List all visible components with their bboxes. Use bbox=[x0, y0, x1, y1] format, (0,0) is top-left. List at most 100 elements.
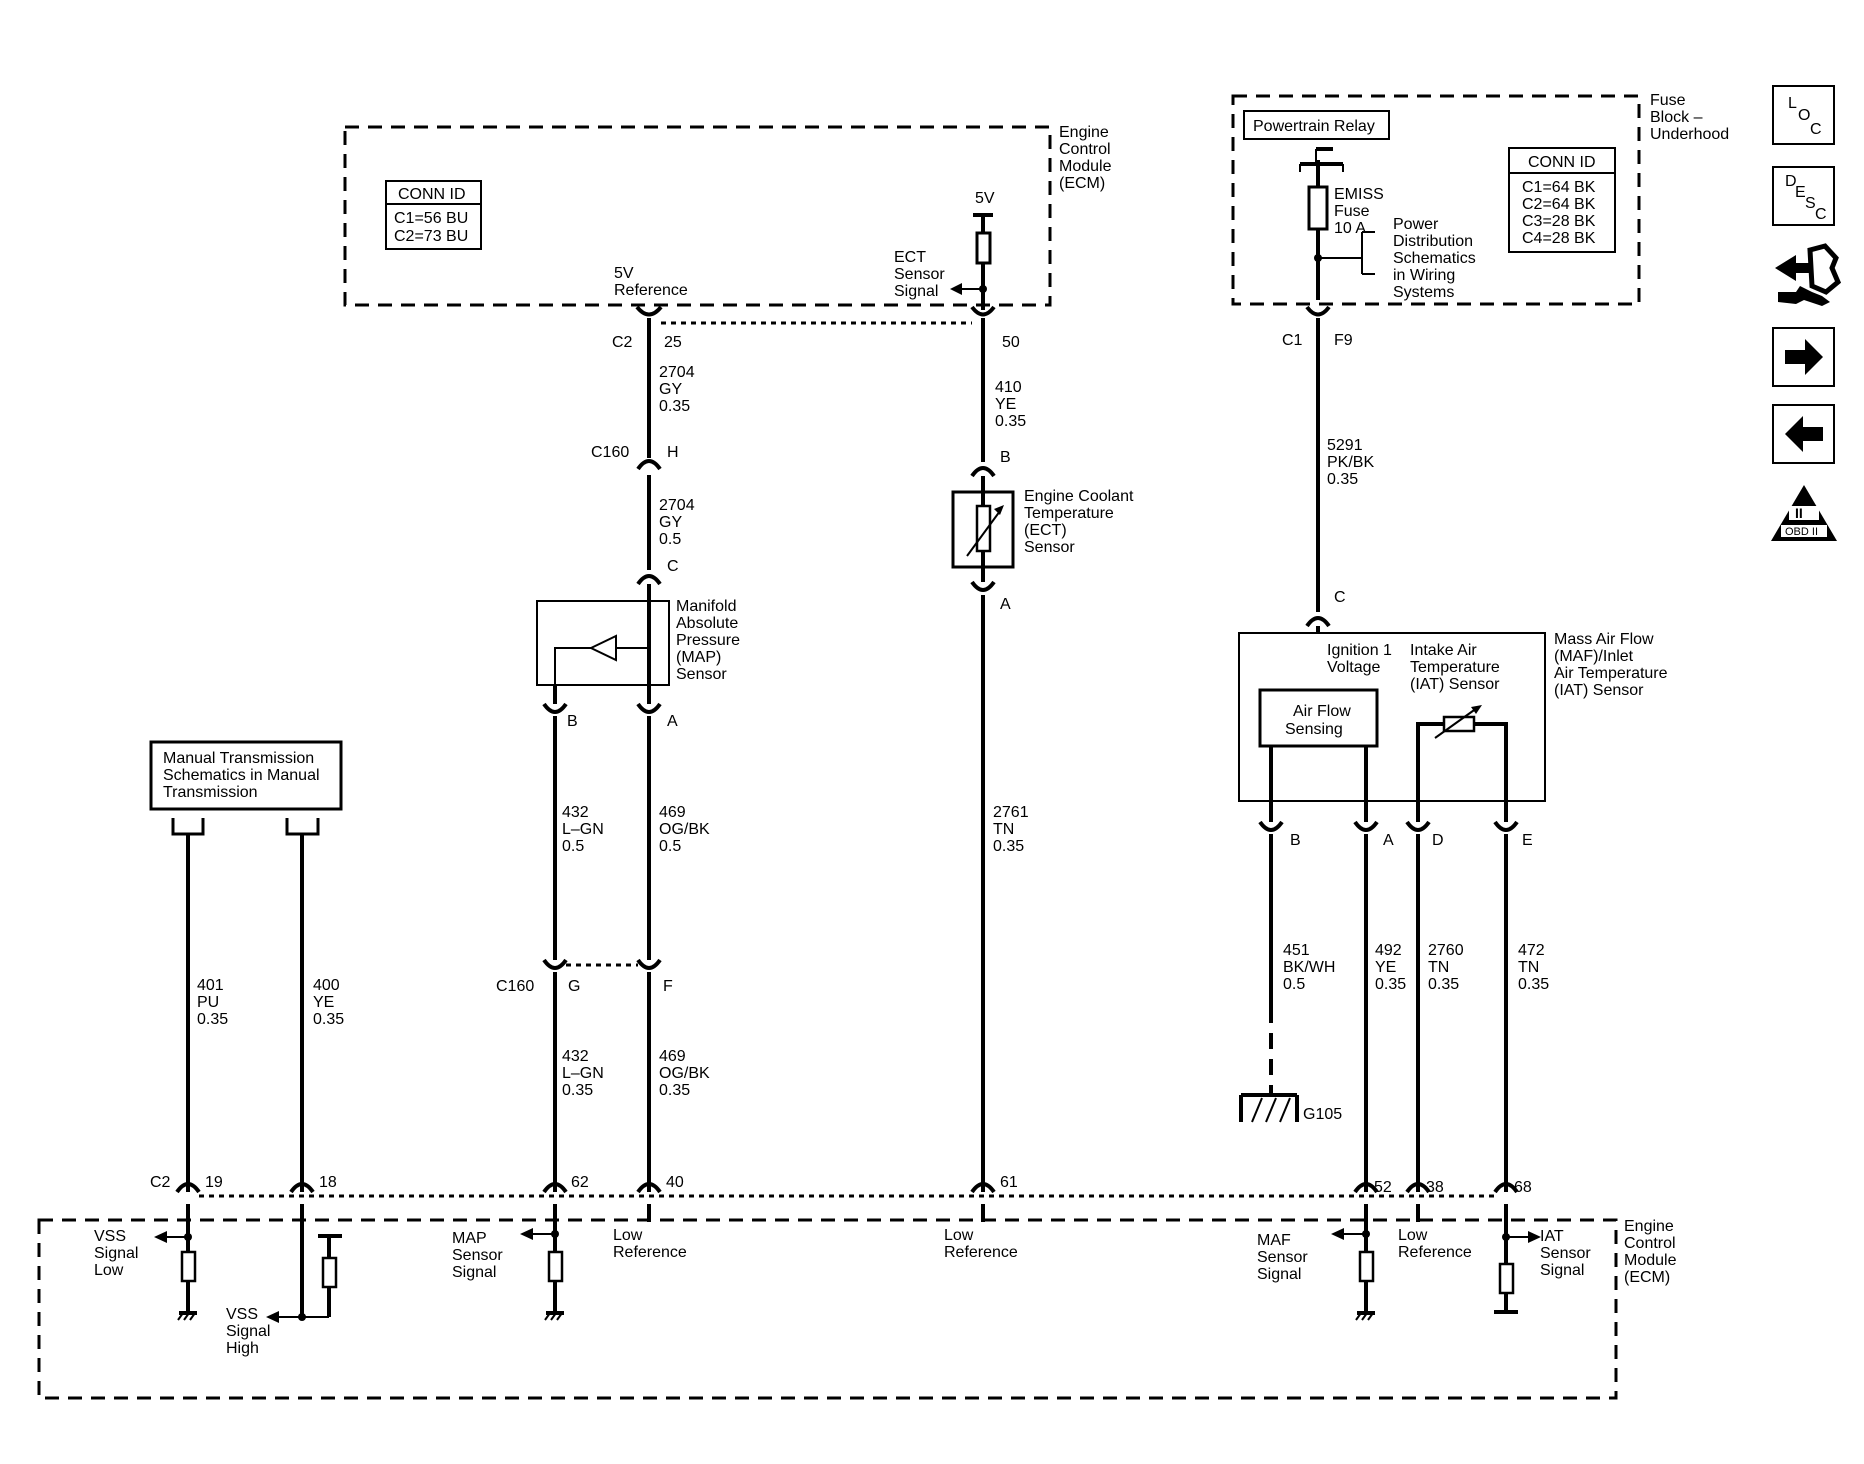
low-reference-label-3: Low Reference bbox=[1398, 1227, 1472, 1261]
powertrain-relay-label: Powertrain Relay bbox=[1253, 118, 1375, 135]
emiss-fuse-symbol bbox=[1307, 185, 1329, 231]
wire-5291-label: 5291 PK/BK 0.35 bbox=[1327, 437, 1379, 488]
back-arrow-button[interactable] bbox=[1772, 404, 1835, 464]
supply-5v-label: 5V bbox=[975, 190, 995, 207]
iat-sensor-signal-label: IAT Sensor Signal bbox=[1540, 1228, 1595, 1279]
maf-sensor-label: Mass Air Flow (MAF)/Inlet Air Temperatur… bbox=[1554, 631, 1672, 699]
map-sensor: C Manifold Absolute Pressure (MAP) Senso… bbox=[536, 558, 744, 730]
wire-2760-label: 2760 TN 0.35 bbox=[1428, 942, 1468, 993]
iat-internal-label: Intake Air Temperature (IAT) Sensor bbox=[1410, 642, 1504, 693]
map-pin-a: A bbox=[667, 713, 678, 730]
svg-text:E: E bbox=[1795, 184, 1806, 201]
ecm-top-outline bbox=[343, 125, 1052, 307]
vss-signal-low-label: VSS Signal Low bbox=[94, 1228, 143, 1279]
svg-text:C2=64 BK: C2=64 BK bbox=[1522, 196, 1596, 213]
svg-text:OBD II: OBD II bbox=[1785, 526, 1818, 538]
maf-signal-circuit bbox=[1331, 1204, 1375, 1321]
conn-id-c1: C1=56 BU bbox=[394, 210, 468, 227]
ect-signal-label: ECT Sensor Signal bbox=[894, 249, 949, 300]
bottom-pin-62: 62 bbox=[571, 1174, 589, 1191]
top-pin-50: 50 bbox=[1002, 334, 1020, 351]
maf-sensor-signal-label: MAF Sensor Signal bbox=[1257, 1232, 1312, 1283]
svg-text:D: D bbox=[1785, 173, 1797, 190]
emiss-fuse-label: EMISS Fuse 10 A bbox=[1334, 186, 1388, 237]
top-connector-name: C2 bbox=[612, 334, 633, 351]
svg-text:G: G bbox=[568, 978, 580, 995]
ect-sensor-label: Engine Coolant Temperature (ECT) Sensor bbox=[1024, 488, 1138, 556]
bottom-pin-40: 40 bbox=[666, 1174, 684, 1191]
svg-text:L: L bbox=[1788, 95, 1797, 112]
air-flow-sensing-label: Air Flow Sensing bbox=[1285, 703, 1355, 738]
ecm-bottom-title: Engine Control Module (ECM) bbox=[1624, 1218, 1681, 1286]
map-sensor-label: Manifold Absolute Pressure (MAP) Sensor bbox=[676, 598, 744, 683]
iat-signal-circuit bbox=[1494, 1204, 1541, 1314]
bottom-pin-68: 68 bbox=[1514, 1179, 1532, 1196]
forward-arrow-icon bbox=[1785, 339, 1823, 375]
maf-iat-sensor: C Mass Air Flow (MAF)/Inlet Air Temperat… bbox=[1238, 589, 1672, 849]
svg-text:C160: C160 bbox=[496, 978, 534, 995]
bottom-pin-61: 61 bbox=[1000, 1174, 1018, 1191]
manual-transmission-label: Manual Transmission Schematics in Manual… bbox=[163, 750, 324, 801]
ref-5v-label: 5V Reference bbox=[614, 265, 688, 299]
obd-ii-button[interactable]: II OBD II bbox=[1771, 485, 1837, 541]
wire-451-label: 451 BK/WH 0.5 bbox=[1283, 942, 1340, 993]
desc-button[interactable]: D E S C bbox=[1772, 166, 1835, 226]
maf-pin-d: D bbox=[1432, 832, 1444, 849]
maf-pin-b: B bbox=[1290, 832, 1301, 849]
svg-text:H: H bbox=[667, 444, 679, 461]
nav-buttons: L O C D E S C II OBD II bbox=[1771, 85, 1842, 541]
map-pin-b: B bbox=[567, 713, 578, 730]
svg-text:S: S bbox=[1805, 195, 1816, 212]
maf-pin-c: C bbox=[1334, 589, 1346, 606]
vss-low-circuit bbox=[154, 1204, 197, 1321]
ignition-voltage-label: Ignition 1 Voltage bbox=[1327, 642, 1396, 676]
fuse-block-underhood: Fuse Block – Underhood Powertrain Relay … bbox=[1231, 92, 1729, 306]
wire-472-label: 472 TN 0.35 bbox=[1518, 942, 1549, 993]
powertrain-relay-box bbox=[1243, 110, 1390, 140]
ect-pullup-resistor bbox=[950, 213, 993, 310]
svg-text:F9: F9 bbox=[1334, 332, 1353, 349]
svg-text:C3=28 BK: C3=28 BK bbox=[1522, 213, 1596, 230]
bottom-pin-19: 19 bbox=[205, 1174, 223, 1191]
maf-pin-e: E bbox=[1522, 832, 1533, 849]
fuse-block-title: Fuse Block – Underhood bbox=[1650, 92, 1729, 143]
loc-button[interactable]: L O C bbox=[1772, 85, 1835, 145]
map-pin-c: C bbox=[667, 558, 679, 575]
wire-432-upper-label: 432 L–GN 0.5 bbox=[562, 804, 608, 855]
wire-2704-upper-label: 2704 GY 0.35 bbox=[659, 364, 699, 415]
c160-connector-g-f: C160 G F bbox=[496, 958, 673, 995]
map-signal-circuit bbox=[520, 1204, 564, 1321]
connector-end-view-icon[interactable] bbox=[1775, 243, 1842, 306]
air-flow-sensing-box bbox=[1258, 688, 1379, 748]
conn-id-title: CONN ID bbox=[398, 186, 466, 203]
low-reference-label-2: Low Reference bbox=[944, 1227, 1018, 1261]
ground-label: G105 bbox=[1303, 1106, 1342, 1123]
map-sensor-signal-label: MAP Sensor Signal bbox=[452, 1230, 507, 1281]
conn-id-c2: C2=73 BU bbox=[394, 228, 468, 245]
wire-400-label: 400 YE 0.35 bbox=[313, 977, 344, 1028]
bottom-pin-52: 52 bbox=[1374, 1179, 1392, 1196]
wire-469-lower-label: 469 OG/BK 0.35 bbox=[659, 1048, 714, 1099]
vss-high-circuit bbox=[266, 1204, 342, 1323]
ecm-top-module: Engine Control Module (ECM) CONN ID C1=5… bbox=[343, 124, 1116, 310]
top-pin-25: 25 bbox=[664, 334, 682, 351]
wire-432-lower-label: 432 L–GN 0.35 bbox=[562, 1048, 608, 1099]
c160-connector-h: C160 H bbox=[591, 444, 679, 471]
svg-text:C1: C1 bbox=[1282, 332, 1303, 349]
wire-401-label: 401 PU 0.35 bbox=[197, 977, 228, 1028]
ect-sensor: B A Engine Coolant Temperature (ECT) Sen… bbox=[951, 449, 1138, 613]
maf-pin-a: A bbox=[1383, 832, 1394, 849]
low-reference-label-1: Low Reference bbox=[613, 1227, 687, 1261]
fuse-block-outline bbox=[1231, 94, 1641, 306]
wire-410-label: 410 YE 0.35 bbox=[995, 379, 1026, 430]
ecm-top-conn-id-table: CONN ID C1=56 BU C2=73 BU bbox=[385, 180, 482, 250]
svg-text:C160: C160 bbox=[591, 444, 629, 461]
ecm-top-title: Engine Control Module (ECM) bbox=[1059, 124, 1116, 192]
svg-text:C1=64 BK: C1=64 BK bbox=[1522, 179, 1596, 196]
forward-arrow-button[interactable] bbox=[1772, 327, 1835, 387]
svg-text:CONN ID: CONN ID bbox=[1528, 154, 1596, 171]
ecm-bottom-module: Engine Control Module (ECM) VSS Signal L… bbox=[37, 1204, 1681, 1400]
power-distribution-bracket bbox=[1318, 231, 1375, 275]
ect-pin-b: B bbox=[1000, 449, 1011, 466]
